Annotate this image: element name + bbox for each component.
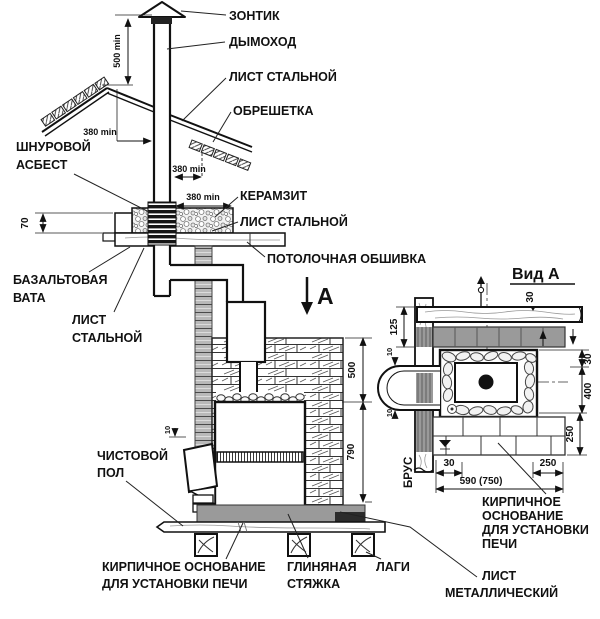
stones-box	[438, 348, 539, 419]
anchor-pin	[477, 276, 485, 307]
label-asbest: АСБЕСТ	[16, 158, 68, 172]
dim-250-bottom: 250	[540, 458, 557, 469]
dimension-380min-ceiling: 380 min	[175, 192, 232, 210]
label-glinyanaya: ГЛИНЯНАЯ	[287, 560, 357, 574]
label-list-stalnoy-roof: ЛИСТ СТАЛЬНОЙ	[229, 69, 337, 84]
stove-assembly	[213, 300, 307, 514]
dim-30-bottom: 30	[443, 458, 455, 469]
label-potolochnaya-obshivka: ПОТОЛОЧНАЯ ОБШИВКА	[267, 252, 426, 266]
label-list-stena-1: ЛИСТ	[72, 313, 106, 327]
asbestos-wrap	[147, 201, 177, 246]
label-list-metal-2: МЕТАЛЛИЧЕСКИЙ	[445, 585, 558, 600]
label-kirpich-left-2: ДЛЯ УСТАНОВКИ ПЕЧИ	[102, 577, 247, 591]
metal-sheet-edge	[335, 512, 365, 522]
floor-assembly	[155, 504, 386, 557]
view-a-dimensions: 30 125 10 10 30 400 250 30 250 590 (750)	[385, 291, 594, 493]
chimney-cap	[138, 1, 186, 24]
dim-10: 10	[163, 426, 172, 434]
dimension-380min-roof-right: 380 min	[172, 164, 206, 181]
label-lagi: ЛАГИ	[376, 560, 410, 574]
dim-380-min-roof: 380 min	[172, 164, 206, 174]
steel-sheet-lip	[102, 232, 116, 242]
roof-right-slope	[169, 114, 253, 176]
dim-30-right: 30	[583, 353, 594, 365]
brick-base-grid	[432, 416, 566, 456]
label-brus: БРУС	[403, 457, 415, 488]
chimney-hole	[478, 374, 494, 390]
flue-elbow	[170, 263, 245, 302]
dim-70: 70	[20, 217, 31, 229]
dim-790: 790	[346, 443, 357, 460]
dim-400: 400	[583, 382, 594, 399]
label-list-stalnoy-potolok: ЛИСТ СТАЛЬНОЙ	[240, 214, 348, 229]
steel-sheet-edge	[114, 212, 133, 234]
section-marker-a: А	[301, 277, 334, 315]
door-tunnel-stub	[377, 365, 440, 411]
dimension-380min-left: 380 min	[83, 89, 152, 145]
stove-door	[182, 442, 219, 513]
gray-brick-band	[432, 326, 577, 348]
stove-grate	[216, 451, 304, 463]
label-list-stena-2: СТАЛЬНОЙ	[72, 330, 142, 345]
dimension-10-door: 10	[163, 426, 186, 438]
label-kirpich-right-4: ПЕЧИ	[482, 537, 517, 551]
callouts-main: ЗОНТИК ДЫМОХОД ЛИСТ СТАЛЬНОЙ ОБРЕШЕТКА Ш…	[13, 9, 558, 600]
label-kirpich-left-1: КИРПИЧНОЕ ОСНОВАНИЕ	[102, 560, 266, 574]
dim-380-min-ceiling: 380 min	[186, 192, 220, 202]
label-shnurovoy: ШНУРОВОЙ	[16, 139, 91, 154]
stones	[441, 351, 537, 416]
lathing-cells-left	[40, 76, 110, 127]
label-styazhka: СТЯЖКА	[287, 577, 340, 591]
chimney-adapter-box	[225, 300, 267, 364]
view-a-title: Вид А	[512, 266, 560, 283]
label-keramzit: КЕРАМЗИТ	[240, 189, 307, 203]
floor-joists	[194, 533, 375, 557]
dimension-70: 70	[20, 212, 113, 234]
label-list-metal-1: ЛИСТ	[482, 569, 516, 583]
roof-left-slope	[40, 76, 155, 137]
dim-250-right: 250	[565, 425, 576, 442]
view-a: Вид А	[377, 266, 594, 551]
dim-30-top: 30	[525, 291, 536, 303]
finished-floor-plank	[155, 521, 386, 533]
dim-125: 125	[389, 318, 400, 335]
label-zontik: ЗОНТИК	[229, 9, 280, 23]
label-kirpich-right-1: КИРПИЧНОЕ	[482, 495, 561, 509]
dim-500: 500	[347, 361, 358, 378]
chimney-pipe	[152, 24, 172, 298]
dimension-500min: 500 min	[102, 14, 152, 86]
dim-590-750: 590 (750)	[460, 476, 503, 487]
wall-plank	[416, 306, 583, 323]
label-bazaltovaya: БАЗАЛЬТОВАЯ	[13, 273, 108, 287]
dimension-500-790: 500 790	[342, 337, 372, 503]
label-kirpich-right-2: ОСНОВАНИЕ	[482, 509, 563, 523]
dim-10-stub-bottom: 10	[385, 409, 394, 417]
dim-380-min-left: 380 min	[83, 127, 117, 137]
label-chistovoy: ЧИСТОВОЙ	[97, 448, 168, 463]
dim-10-stub-top: 10	[385, 348, 394, 356]
label-obreshetka: ОБРЕШЕТКА	[233, 104, 314, 118]
label-pol: ПОЛ	[97, 466, 124, 480]
dim-500-min: 500 min	[112, 34, 122, 68]
lathing-cells-right	[188, 139, 252, 171]
label-kirpich-right-3: ДЛЯ УСТАНОВКИ	[482, 523, 589, 537]
label-dymohod: ДЫМОХОД	[229, 35, 296, 49]
section-marker-letter: А	[317, 283, 334, 309]
label-vata: ВАТА	[13, 291, 46, 305]
